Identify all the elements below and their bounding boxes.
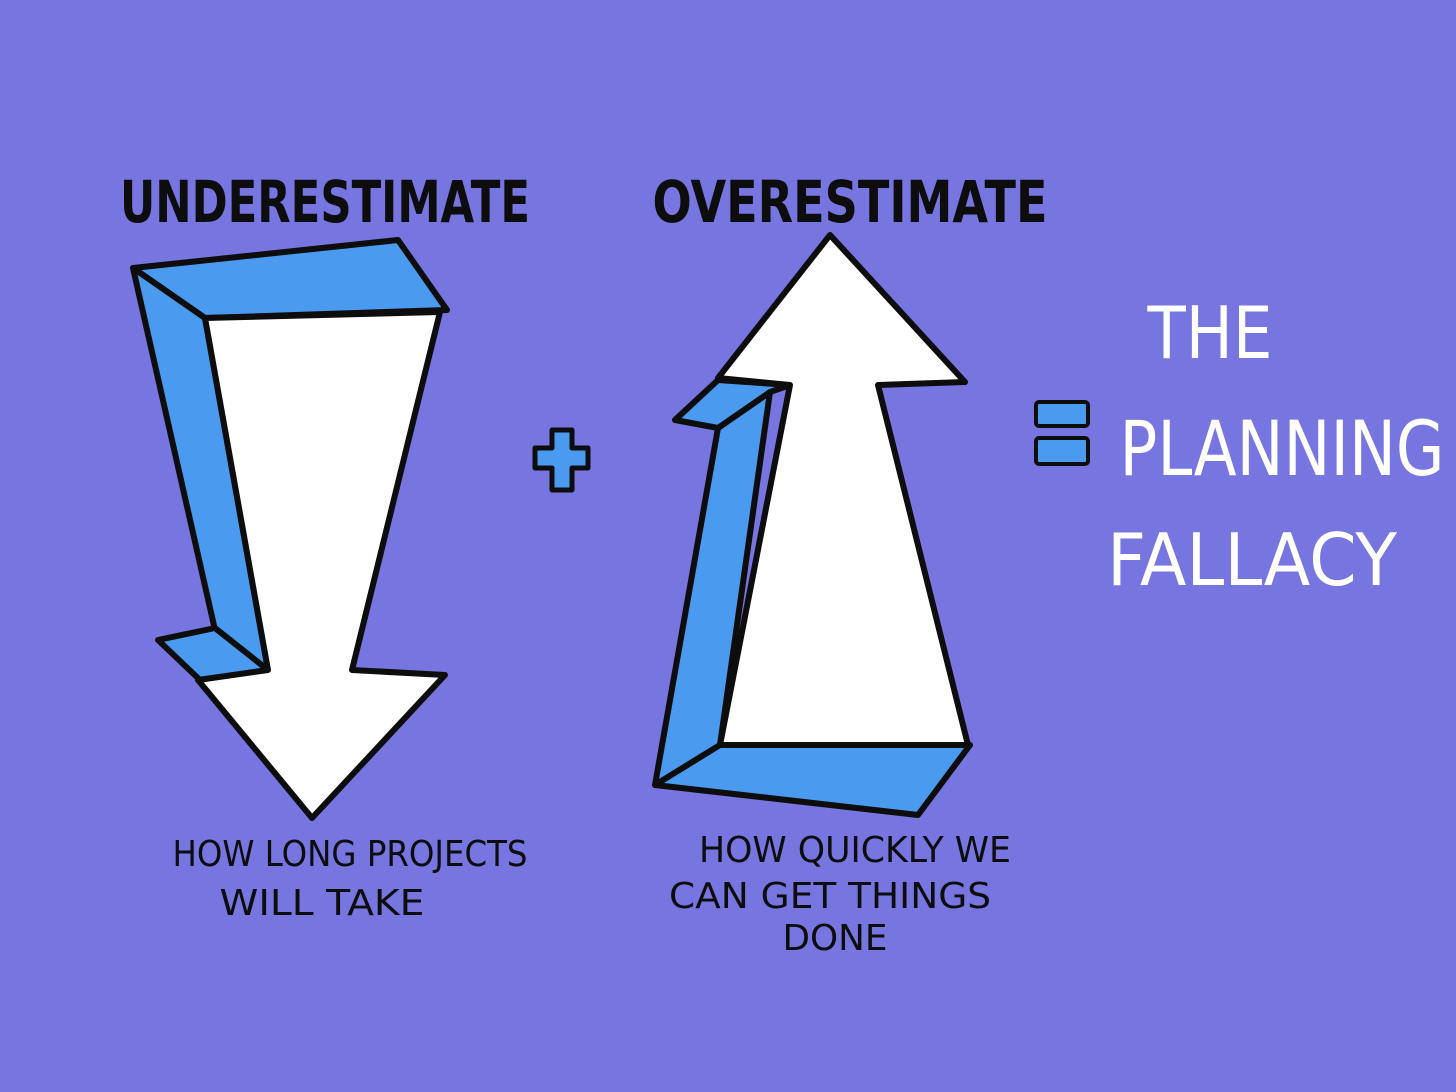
equals-bar-top [1034,400,1090,428]
arrow-down-icon [130,237,450,821]
plus-shape [532,427,591,493]
caption-left-line1: HOW LONG PROJECTS [173,834,528,875]
result-line-fallacy: FALLACY [1107,518,1398,602]
equals-icon: = [1034,400,1090,466]
result-line-planning: PLANNING [1120,404,1445,493]
caption-right-line2: CAN GET THINGS [669,876,991,917]
heading-underestimate: UNDERESTIMATE [120,168,530,236]
arrow-up-icon [652,232,973,818]
arrow-up-face [715,232,971,748]
heading-overestimate: OVERESTIMATE [653,168,1048,236]
caption-left-line2: WILL TAKE [220,883,425,924]
result-line-the: THE [1147,291,1273,375]
equals-bar-bottom [1034,436,1090,466]
arrow-down-face [195,309,448,821]
arrow-up-fin [672,377,793,431]
caption-right-line1: HOW QUICKLY WE [699,830,1011,871]
caption-right-line3: DONE [783,918,888,959]
plus-icon: + [532,427,591,493]
